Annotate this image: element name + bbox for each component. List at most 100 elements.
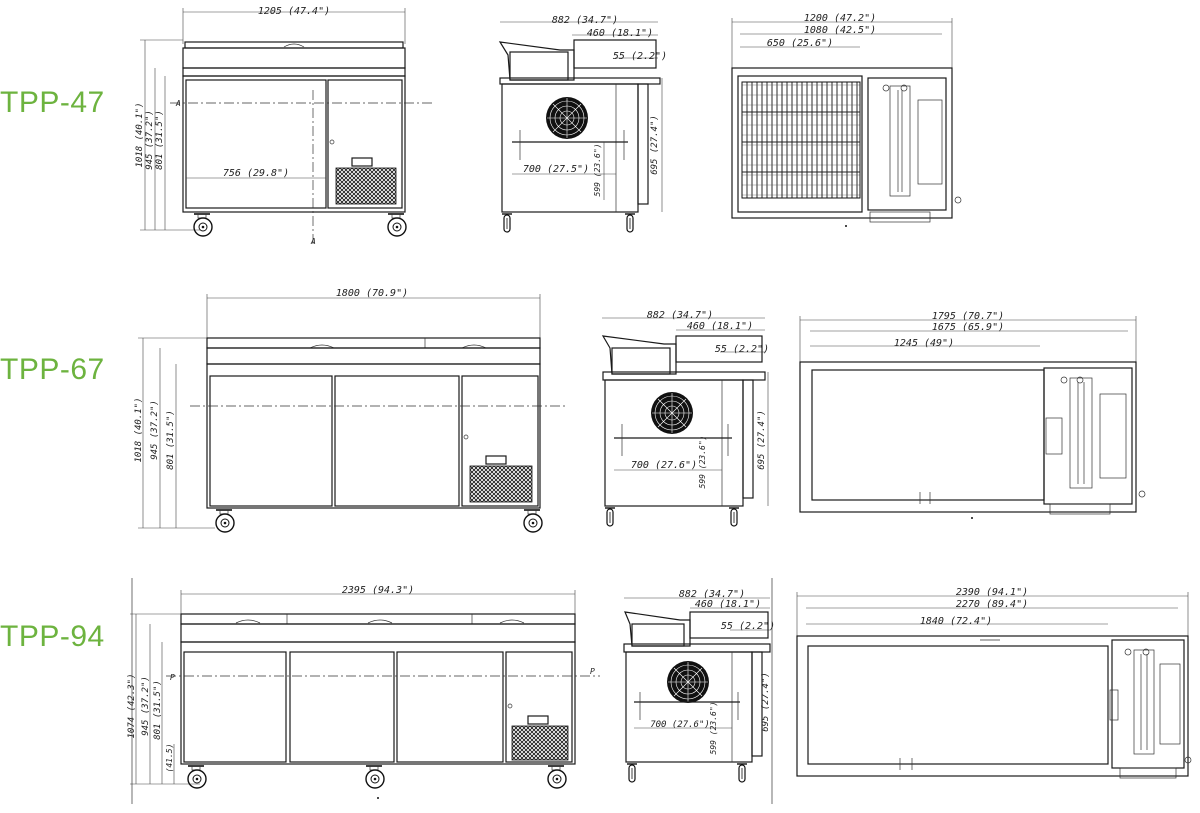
open-lid (601, 335, 677, 375)
top-opening (807, 645, 1109, 765)
dim-depth-label: 882 (34.7") (552, 15, 618, 26)
section-marker: A (175, 99, 181, 108)
caster-wheel (728, 507, 740, 527)
compressor-area (1111, 639, 1185, 769)
counter-top (182, 67, 406, 77)
dim-body-height: 695 (27.4") (650, 115, 660, 175)
dim-inner-height: 599 (23.6") (709, 702, 718, 755)
pan (631, 623, 685, 647)
compressor-panel (461, 375, 539, 507)
lid (180, 613, 576, 625)
caster-wheel (501, 213, 513, 233)
dim-top-inner: 2270 (89.4") (956, 599, 1028, 610)
dim-top-opening: 1840 (72.4") (920, 616, 992, 627)
fan-icon (545, 96, 589, 140)
dim-lid-label: 55 (2.2") (613, 51, 667, 62)
cabinet-body (182, 75, 406, 213)
pan (611, 347, 671, 375)
counter-top (602, 371, 766, 381)
top-opening (811, 369, 1045, 501)
lid (182, 47, 406, 69)
side-view-tpp-94: 882 (34.7") 460 (18.1") 55 (2.2") 700 (2… (131, 578, 775, 804)
dim-inner-height: 599 (23.6") (593, 144, 602, 197)
dim-lid-label: 55 (2.2") (721, 621, 775, 632)
caster-wheel (624, 213, 636, 233)
caster-wheel (604, 507, 616, 527)
pan (509, 51, 569, 81)
rail-cover (675, 335, 763, 363)
fan-icon (666, 660, 710, 704)
dim-inner-depth: 700 (27.6") (650, 720, 710, 730)
lid-handle (309, 344, 335, 349)
model-label-tpp-67: TPP-67 (0, 353, 105, 386)
dim-height-total: 1018 (40.1") (135, 102, 145, 167)
caster-wheel (736, 763, 748, 783)
door (183, 651, 287, 763)
counter-top (499, 77, 661, 85)
counter-top (623, 643, 771, 653)
dim-inner-depth: 700 (27.6") (631, 460, 697, 471)
counter-top (180, 623, 576, 643)
vent-grille (511, 725, 569, 761)
dim-inner-depth: 700 (27.5") (523, 164, 589, 175)
dim-height-counter: 801 (31.5") (153, 680, 163, 740)
compressor-panel (505, 651, 573, 763)
dim-height-total: 1018 (40.1") (134, 397, 144, 462)
cabinet-body (206, 363, 541, 509)
dim-height-top: 945 (37.2") (150, 400, 160, 460)
controller-display (527, 715, 549, 725)
condenser (889, 85, 911, 197)
front-view-tpp-47: 1205 (47.4") A A 756 (29.8") 1018 (40.1"… (135, 6, 434, 246)
model-label-tpp-47: TPP-47 (0, 86, 105, 119)
dim-width-label: 1205 (47.4") (258, 6, 330, 17)
dim-top-outer: 2390 (94.1") (956, 587, 1028, 598)
dim-rail-label: 460 (18.1") (687, 321, 753, 332)
caster-wheel (547, 765, 567, 789)
compressor-area (867, 77, 947, 211)
dim-door-label: 756 (29.8") (223, 168, 289, 179)
dim-depth-label: 882 (34.7") (679, 589, 745, 600)
lid (206, 337, 541, 349)
section-marker: A (310, 237, 316, 246)
top-outline (796, 635, 1189, 777)
dim-height-top: 945 (37.2") (145, 110, 155, 170)
top-outline (799, 361, 1137, 513)
dim-body-height: 695 (27.4") (761, 672, 771, 732)
door (185, 79, 327, 209)
top-view-tpp-67: 1795 (70.7") 1675 (65.9") 1245 (49") (799, 311, 1146, 519)
door (289, 651, 395, 763)
dim-inner-height: 599 (23.6") (698, 436, 707, 489)
top-opening (737, 75, 863, 213)
dim-top-outer: 1200 (47.2") (804, 13, 876, 24)
rear-duct (742, 379, 754, 499)
evaporator-coil (741, 81, 861, 199)
compressor-area (1043, 367, 1133, 505)
front-view-tpp-67: 1800 (70.9") 1018 (40.1") 945 (37.2") 80… (134, 288, 568, 533)
rear-duct (637, 83, 649, 205)
caster-wheel (365, 765, 385, 789)
door-lock (329, 139, 335, 145)
lid-handle (461, 344, 487, 349)
top-outline (731, 67, 953, 219)
dim-rail-label: 460 (18.1") (695, 599, 761, 610)
pan-rail (184, 41, 404, 49)
side-view-tpp-67: 882 (34.7") 460 (18.1") 55 (2.2") 700 (2… (601, 310, 769, 527)
side-view-tpp-47: 882 (34.7") 460 (18.1") 55 (2.2") 700 (2… (498, 15, 667, 233)
dim-height-caster: (41.5) (165, 744, 174, 773)
rail-cover (689, 611, 769, 639)
dim-top-opening: 650 (25.6") (767, 38, 833, 49)
caster-wheel (387, 213, 407, 237)
dim-top-outer: 1795 (70.7") (932, 311, 1004, 322)
caster-wheel (193, 213, 213, 237)
rail-cover (573, 39, 657, 69)
dim-depth-label: 882 (34.7") (647, 310, 713, 321)
caster-wheel (215, 509, 235, 533)
section-marker: P (590, 667, 595, 676)
open-lid (624, 611, 691, 647)
model-label-tpp-94: TPP-94 (0, 620, 105, 653)
fan-icon (650, 391, 694, 435)
dim-top-inner: 1080 (42.5") (804, 25, 876, 36)
dim-width-label: 1800 (70.9") (336, 288, 408, 299)
top-view-tpp-47: 1200 (47.2") 1080 (42.5") 650 (25.6") (731, 13, 962, 227)
